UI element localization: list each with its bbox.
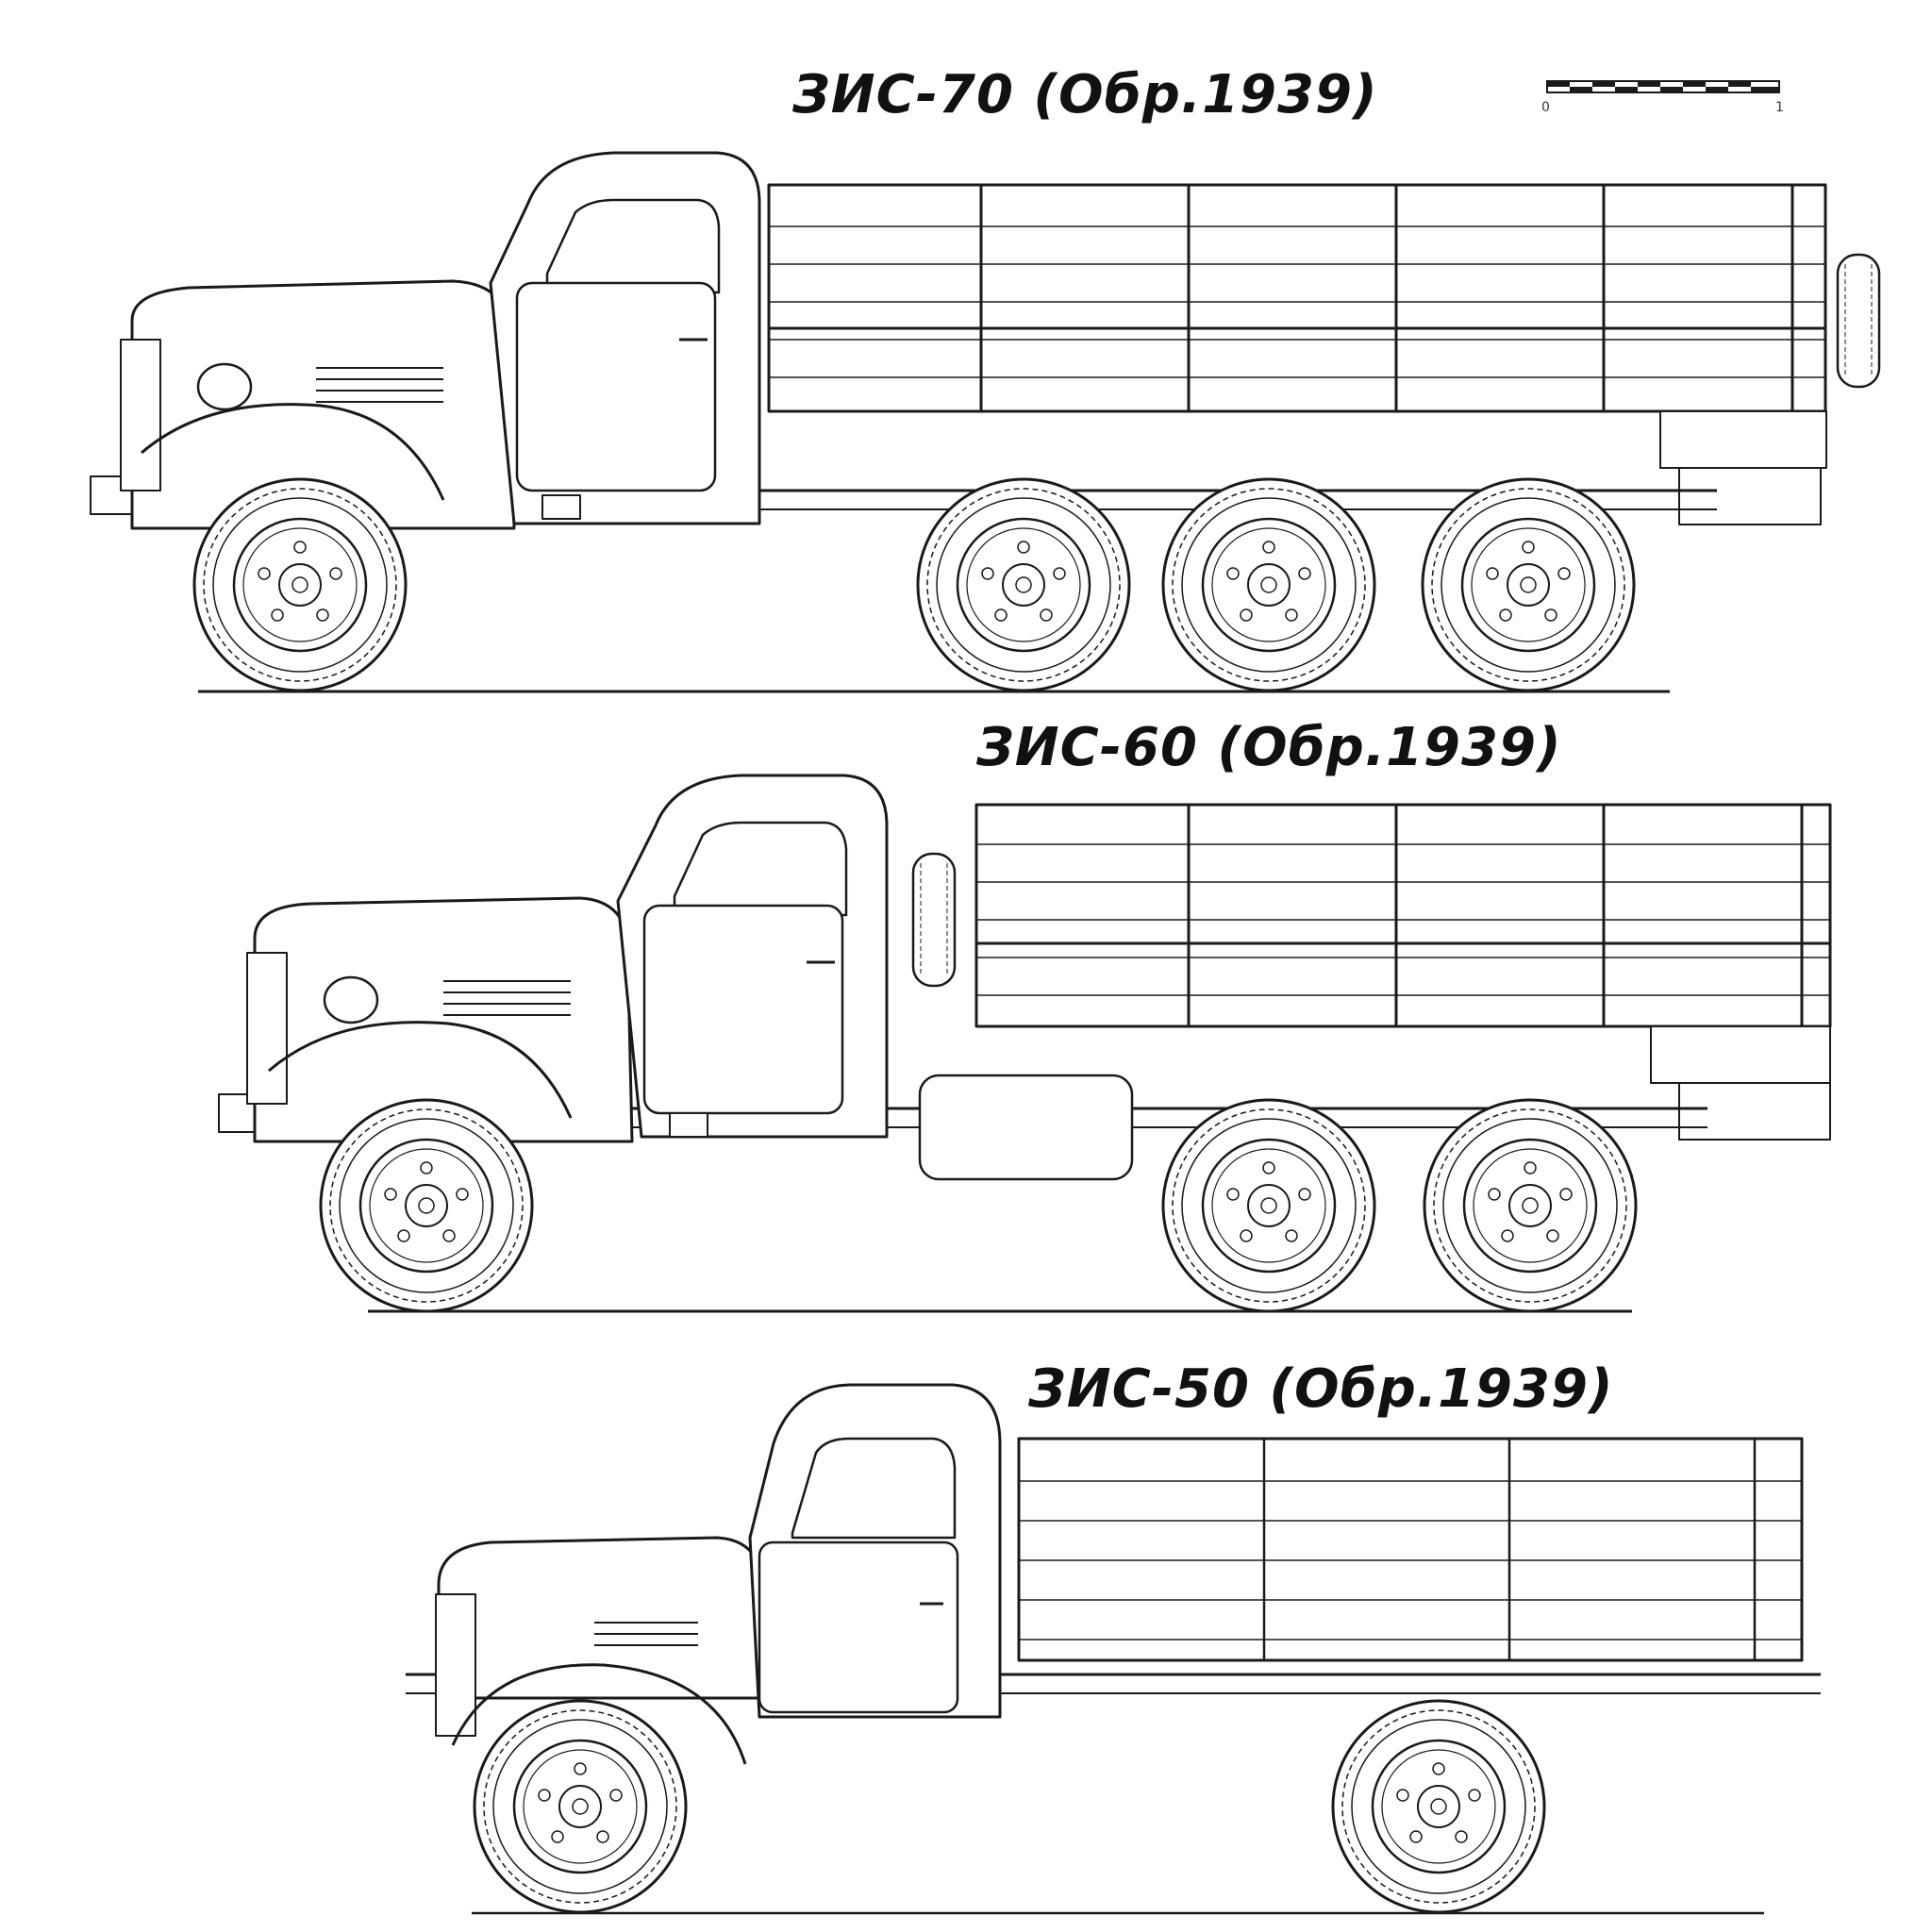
scale-start-label: 0 (1541, 100, 1550, 115)
zis60-title: ЗИС-60 (Обр.1939) (976, 717, 1562, 778)
zis50-front-wheel (473, 1699, 688, 1914)
scale-end-label: 1 (1775, 100, 1784, 115)
zis50-title: ЗИС-50 (Обр.1939) (1028, 1358, 1614, 1420)
zis60-cargo-bed (974, 803, 1832, 1141)
zis70-truck-drawing (90, 151, 1881, 693)
zis50-rear-wheel (1331, 1699, 1546, 1914)
zis70-wheel-4 (1421, 477, 1636, 692)
scale-bar (1546, 80, 1780, 93)
zis70-wheel-2 (916, 477, 1131, 692)
zis70-front-wheel (192, 477, 408, 692)
zis50-truck-drawing (406, 1383, 1821, 1915)
zis60-truck-drawing (218, 774, 1832, 1313)
zis60-front-wheel (319, 1098, 534, 1313)
zis70-title: ЗИС-70 (Обр.1939) (792, 64, 1378, 125)
zis50-cargo-bed (1017, 1437, 1804, 1662)
zis60-wheel-3 (1423, 1098, 1638, 1313)
zis70-wheel-3 (1161, 477, 1376, 692)
zis60-wheel-2 (1161, 1098, 1376, 1313)
zis70-cargo-bed (767, 183, 1827, 525)
